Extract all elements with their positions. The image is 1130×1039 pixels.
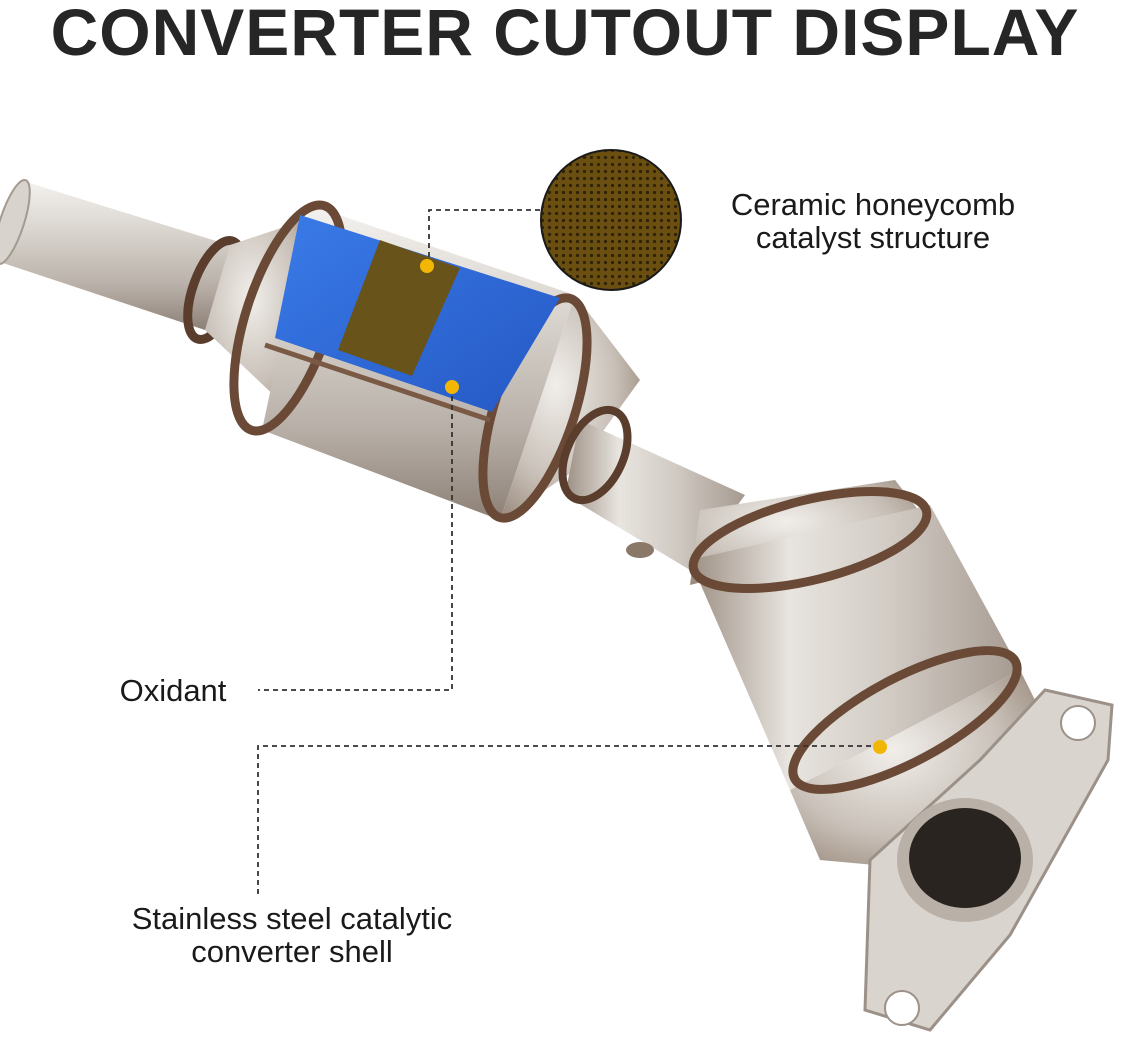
rear-converter-body: [688, 480, 1045, 870]
outlet-flange: [863, 688, 1114, 1032]
leader-shell: [257, 745, 880, 895]
label-shell-line1: Stainless steel catalytic: [131, 901, 453, 936]
leader-oxidant: [258, 387, 453, 691]
marker-ceramic: [420, 259, 434, 273]
label-oxidant: Oxidant: [119, 673, 227, 708]
marker-shell: [873, 740, 887, 754]
label-ceramic-line2: catalyst structure: [755, 220, 991, 255]
label-ceramic-honeycomb: Ceramic honeycomb catalyst structure: [698, 188, 1048, 254]
label-stainless-shell: Stainless steel catalytic converter shel…: [92, 902, 492, 968]
label-ceramic-line1: Ceramic honeycomb: [730, 187, 1016, 222]
label-shell-line2: converter shell: [191, 934, 393, 969]
honeycomb-inset: [540, 149, 682, 291]
page-title: CONVERTER CUTOUT DISPLAY: [50, 0, 1080, 69]
leader-ceramic: [428, 209, 542, 266]
cutout-window: [275, 215, 560, 412]
marker-oxidant: [445, 380, 459, 394]
leader-lines: [257, 209, 880, 895]
